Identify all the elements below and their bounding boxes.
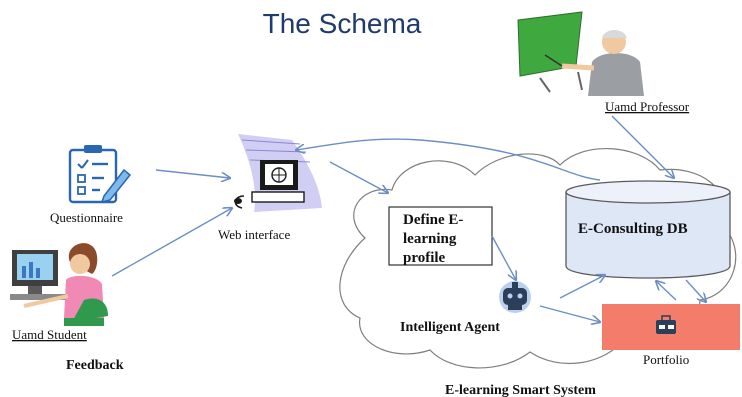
arrow-agent-to-db: [559, 275, 605, 299]
define-profile-line-1: Define E-: [403, 212, 463, 228]
presenter-icon: [517, 11, 644, 96]
questionnaire-label: Questionnaire: [50, 210, 123, 225]
arrow-student-to-web: [111, 208, 232, 277]
computer-icon: [234, 134, 322, 212]
robot-icon: [499, 281, 531, 313]
diagram-title: The Schema: [263, 8, 422, 39]
arrow-web-to-cloud: [329, 161, 388, 193]
portfolio-label: Portfolio: [643, 352, 689, 367]
feedback-label: Feedback: [66, 358, 124, 373]
connector-arrows: [111, 115, 706, 322]
database-label: E-Consulting DB: [578, 221, 688, 237]
student-label: Uamd Student: [12, 327, 87, 342]
briefcase-icon: [656, 315, 676, 334]
arrow-portfolio-to-db: [656, 281, 677, 301]
arrow-profile-to-agent: [491, 235, 516, 280]
agent-label: Intelligent Agent: [400, 320, 500, 335]
arrow-questionnaire-to-web: [155, 169, 230, 178]
database-cylinder: [565, 180, 731, 279]
questionnaire-icon: [68, 145, 132, 204]
web-interface-label: Web interface: [218, 227, 290, 242]
student-icon: [10, 243, 108, 326]
define-profile-line-2: learning: [403, 231, 457, 247]
arrow-agent-to-portfolio: [539, 305, 600, 322]
arrow-db-to-web: [296, 138, 601, 181]
system-label: E-learning Smart System: [445, 383, 596, 397]
arrow-db-to-portfolio: [685, 279, 706, 302]
arrow-professor-to-db: [611, 115, 674, 178]
define-profile-box: [388, 206, 493, 266]
professor-label: Uamd Professor: [605, 99, 690, 114]
define-profile-line-3: profile: [403, 250, 446, 266]
